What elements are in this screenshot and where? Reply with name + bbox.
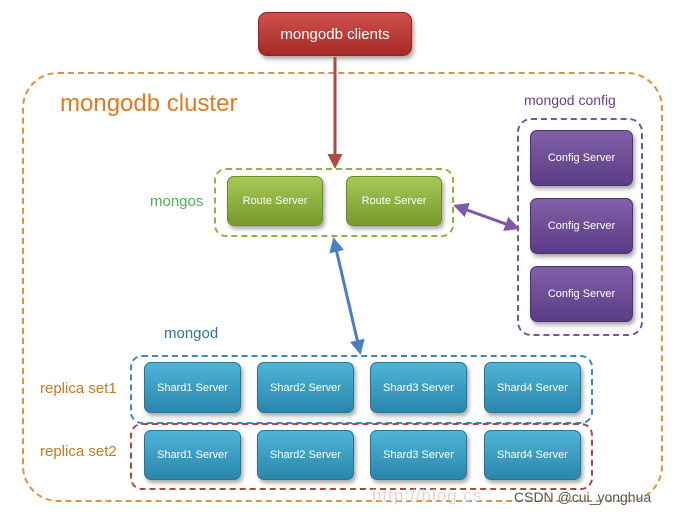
watermark-faint: http://blog.cs (372, 486, 483, 505)
mongos-group (214, 168, 454, 237)
replica-set2-label: replica set2 (40, 443, 117, 460)
clients-box: mongodb clients (258, 12, 412, 56)
mongos-label: mongos (150, 193, 204, 210)
config-server: Config Server (530, 198, 633, 254)
mongos-to-shards-arrow (329, 237, 365, 355)
route-server: Route Server (346, 176, 442, 226)
route-server: Route Server (227, 176, 323, 226)
mongos-to-config-arrow (453, 203, 520, 231)
shard-server: Shard2 Server (257, 430, 354, 480)
shard-server: Shard3 Server (370, 362, 467, 413)
config-server: Config Server (530, 130, 633, 186)
shard-server: Shard3 Server (370, 430, 467, 480)
cluster-container (22, 72, 663, 502)
watermark-text: CSDN @cui_yonghua (514, 489, 652, 505)
replica-set1-label: replica set1 (40, 380, 117, 397)
mongod-label: mongod (164, 325, 219, 342)
shard-server: Shard4 Server (484, 430, 581, 480)
shard-server: Shard2 Server (257, 362, 354, 413)
replica-set2-group (130, 423, 593, 490)
config-server: Config Server (530, 266, 633, 322)
shard-server: Shard4 Server (484, 362, 581, 413)
config-label: mongod config (524, 92, 616, 108)
shard-server: Shard1 Server (144, 362, 241, 413)
shard-server: Shard1 Server (144, 430, 241, 480)
cluster-label: mongodb cluster (60, 90, 238, 117)
